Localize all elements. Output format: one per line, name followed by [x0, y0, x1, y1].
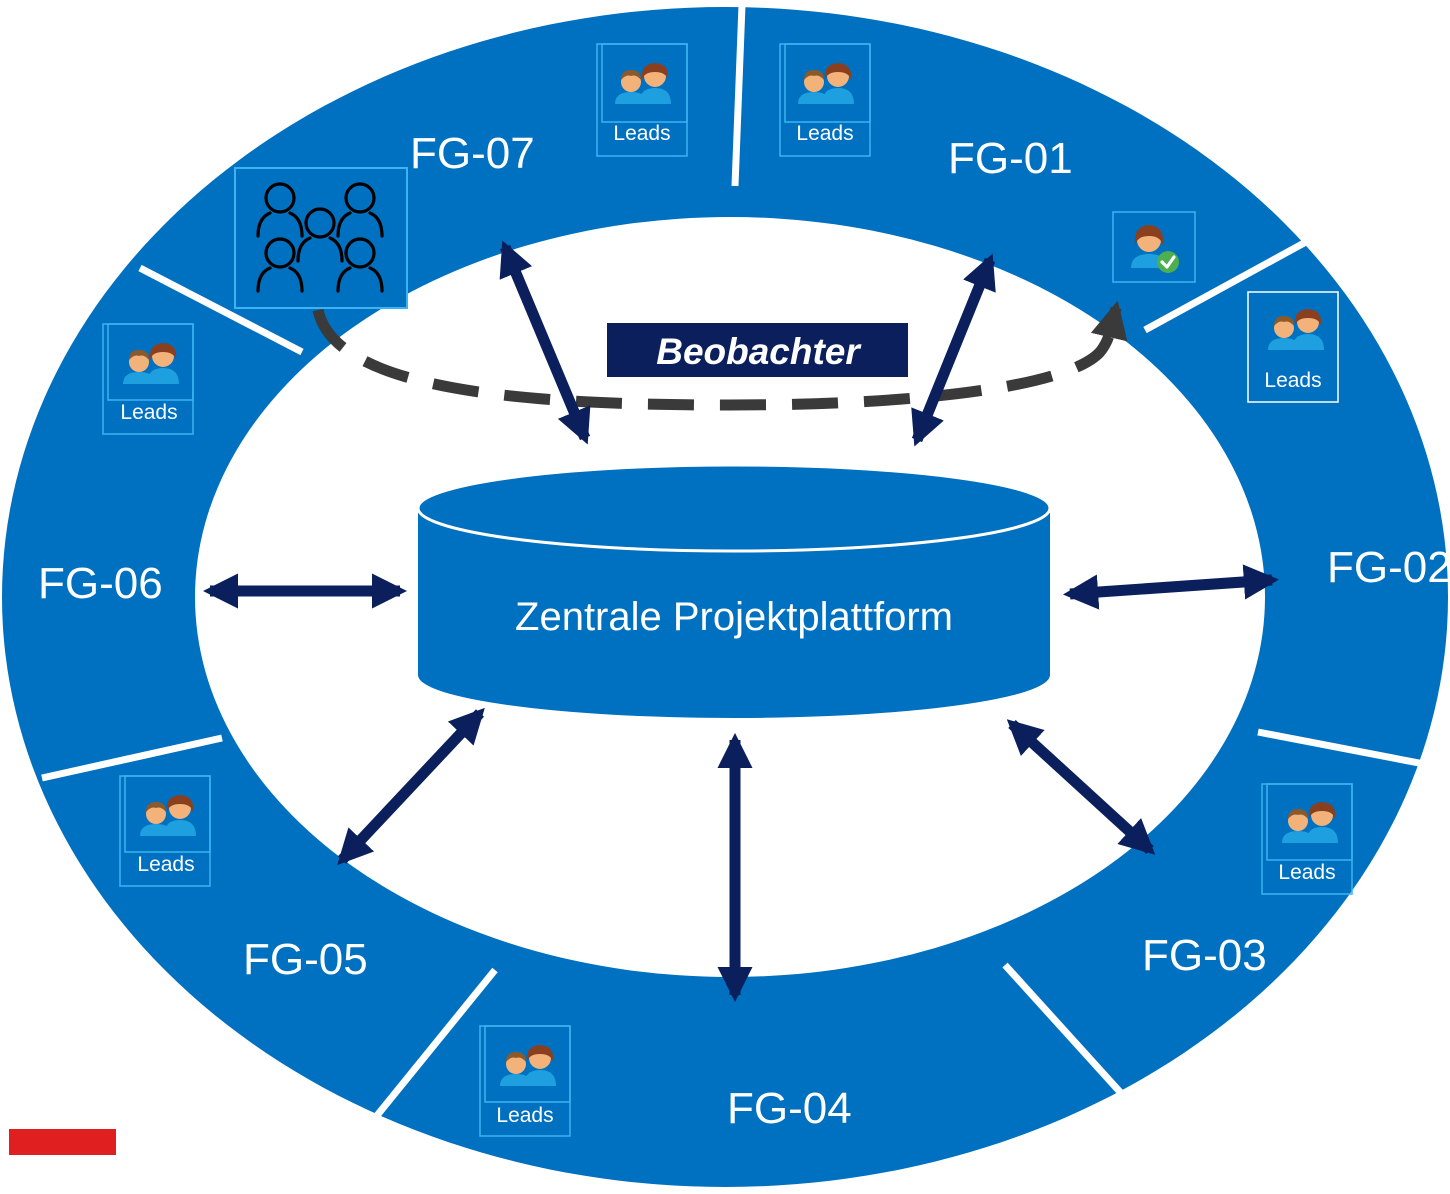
leads-label: Leads [796, 122, 853, 145]
leads-label: Leads [496, 1104, 553, 1127]
arrow-fg-01 [911, 253, 996, 447]
observer-group-badge [234, 167, 408, 309]
accent-bar [9, 1129, 116, 1155]
segment-label-fg-06: FG-06 [38, 559, 163, 608]
leads-badge-fg-03: Leads [1261, 783, 1353, 895]
leads-label: Leads [1278, 861, 1335, 884]
segment-label-fg-05: FG-05 [243, 935, 368, 984]
observer-label-box: Beobachter [607, 323, 908, 377]
leads-badge-fg-04: Leads [479, 1025, 571, 1137]
leads-label: Leads [120, 401, 177, 424]
approver-badge [1112, 211, 1196, 283]
leads-badge-fg-01: Leads [779, 43, 871, 157]
leads-badge-fg-07: Leads [596, 43, 688, 157]
arrow-fg-03 [1006, 719, 1156, 855]
observer-label: Beobachter [656, 331, 862, 372]
arrow-fg-02 [1062, 564, 1280, 610]
leads-badge-fg-05: Leads [119, 775, 211, 887]
leads-label: Leads [1264, 369, 1321, 392]
segment-separators [41, 4, 1446, 1121]
segment-label-fg-04: FG-04 [727, 1084, 852, 1133]
segment-label-fg-02: FG-02 [1327, 543, 1450, 592]
leads-label: Leads [613, 122, 670, 145]
segment-label-fg-01: FG-01 [948, 134, 1073, 183]
leads-badge-fg-06: Leads [102, 323, 194, 435]
arrow-fg-05 [337, 707, 485, 866]
connection-arrows [202, 240, 1280, 1003]
leads-badge-fg-02: Leads [1247, 291, 1339, 403]
leads-label: Leads [137, 853, 194, 876]
central-platform: Zentrale Projektplattform [416, 463, 1052, 718]
platform-label: Zentrale Projektplattform [515, 595, 953, 639]
segment-label-fg-07: FG-07 [410, 129, 535, 178]
arrow-fg-07 [499, 240, 591, 445]
observer-dashed-arc [312, 300, 1128, 411]
segment-label-fg-03: FG-03 [1142, 931, 1267, 980]
